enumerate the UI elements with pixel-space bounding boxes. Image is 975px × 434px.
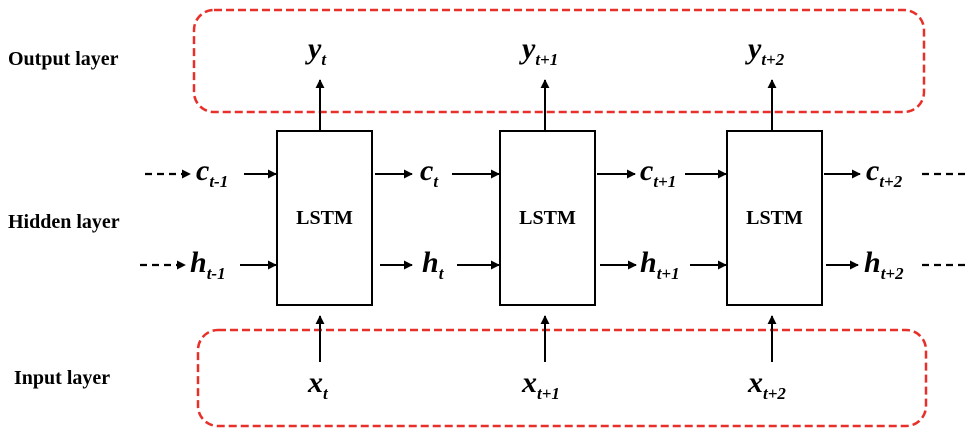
lstm-cell-1: LSTM xyxy=(276,130,373,306)
lstm-cell-label: LSTM xyxy=(746,207,803,229)
hidden-layer-label: Hidden layer xyxy=(8,211,120,233)
input-layer-label: Input layer xyxy=(14,367,111,389)
y-label-2: yt+1 xyxy=(519,32,558,69)
lstm-cell-label: LSTM xyxy=(296,207,353,229)
c-label-1: ct xyxy=(420,154,439,191)
h-label-1: ht xyxy=(422,246,445,283)
lstm-cell-3: LSTM xyxy=(726,130,823,306)
h-label-in: ht-1 xyxy=(190,246,226,283)
x-label-1: xt xyxy=(307,366,329,403)
x-label-3: xt+2 xyxy=(747,366,786,403)
input-layer-box xyxy=(196,328,928,428)
y-label-1: yt xyxy=(305,32,327,69)
output-layer-box xyxy=(192,8,926,114)
h-label-3: ht+2 xyxy=(864,246,904,283)
h-label-2: ht+1 xyxy=(640,246,680,283)
y-label-3: yt+2 xyxy=(745,32,785,69)
lstm-cell-label: LSTM xyxy=(519,207,576,229)
c-label-2: ct+1 xyxy=(640,154,676,191)
x-label-2: xt+1 xyxy=(521,366,560,403)
c-label-in: ct-1 xyxy=(196,154,228,191)
c-label-3: ct+2 xyxy=(866,154,903,191)
lstm-cell-2: LSTM xyxy=(499,130,596,306)
output-layer-label: Output layer xyxy=(8,48,119,70)
